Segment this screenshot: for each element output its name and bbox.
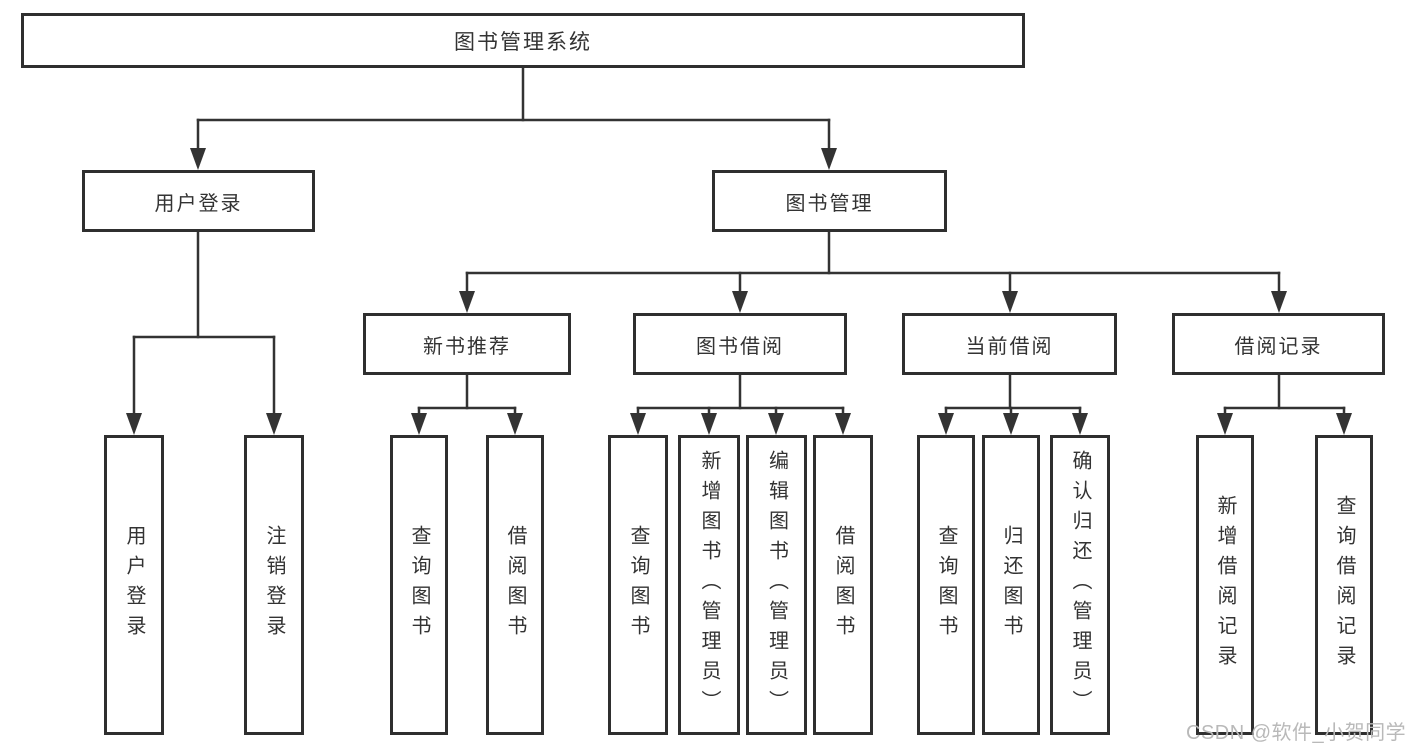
leaf-user-login: 用户登录	[104, 435, 164, 735]
node-label: 归还图书	[1000, 525, 1022, 645]
node-label: 查询图书	[408, 525, 430, 645]
node-label: 图书借阅	[696, 335, 784, 358]
leaf-add-borrow-record: 新增借阅记录	[1196, 435, 1254, 735]
node-user-login: 用户登录	[82, 170, 315, 232]
node-label: 当前借阅	[965, 335, 1054, 358]
leaf-borrow-books-1: 借阅图书	[486, 435, 544, 735]
node-label: 注销登录	[263, 525, 285, 645]
node-new-book-recommend: 新书推荐	[363, 313, 571, 375]
node-borrow-records: 借阅记录	[1172, 313, 1385, 375]
node-label: 图书管理	[785, 192, 874, 215]
node-label: 确认归还（管理员）	[1069, 450, 1091, 720]
node-label: 图书管理系统	[454, 30, 592, 54]
leaf-confirm-return-admin: 确认归还（管理员）	[1050, 435, 1110, 735]
node-current-borrow: 当前借阅	[902, 313, 1117, 375]
node-label: 用户登录	[123, 525, 145, 645]
node-label: 新书推荐	[423, 335, 511, 358]
node-label: 借阅记录	[1234, 335, 1323, 358]
leaf-query-books-3: 查询图书	[917, 435, 975, 735]
leaf-query-borrow-record: 查询借阅记录	[1315, 435, 1373, 735]
node-label: 查询图书	[627, 525, 649, 645]
node-label: 编辑图书（管理员）	[765, 450, 788, 720]
csdn-watermark: CSDN @软件_小贺同学	[1186, 722, 1405, 744]
leaf-add-book-admin: 新增图书（管理员）	[678, 435, 740, 735]
leaf-query-books-1: 查询图书	[390, 435, 448, 735]
node-book-borrow: 图书借阅	[633, 313, 847, 375]
node-label: 查询借阅记录	[1333, 495, 1355, 675]
node-label: 查询图书	[935, 525, 957, 645]
node-library-management-system: 图书管理系统	[21, 13, 1025, 68]
leaf-borrow-books-2: 借阅图书	[813, 435, 873, 735]
node-label: 新增借阅记录	[1214, 495, 1236, 675]
node-label: 借阅图书	[832, 525, 854, 645]
node-label: 新增图书（管理员）	[698, 450, 720, 720]
leaf-logout-login: 注销登录	[244, 435, 304, 735]
leaf-return-books: 归还图书	[982, 435, 1040, 735]
node-label: 用户登录	[154, 192, 243, 215]
node-label: 借阅图书	[504, 525, 526, 645]
node-book-management: 图书管理	[712, 170, 947, 232]
leaf-query-books-2: 查询图书	[608, 435, 668, 735]
arrowheads	[126, 148, 1352, 435]
leaf-edit-book-admin: 编辑图书（管理员）	[746, 435, 807, 735]
